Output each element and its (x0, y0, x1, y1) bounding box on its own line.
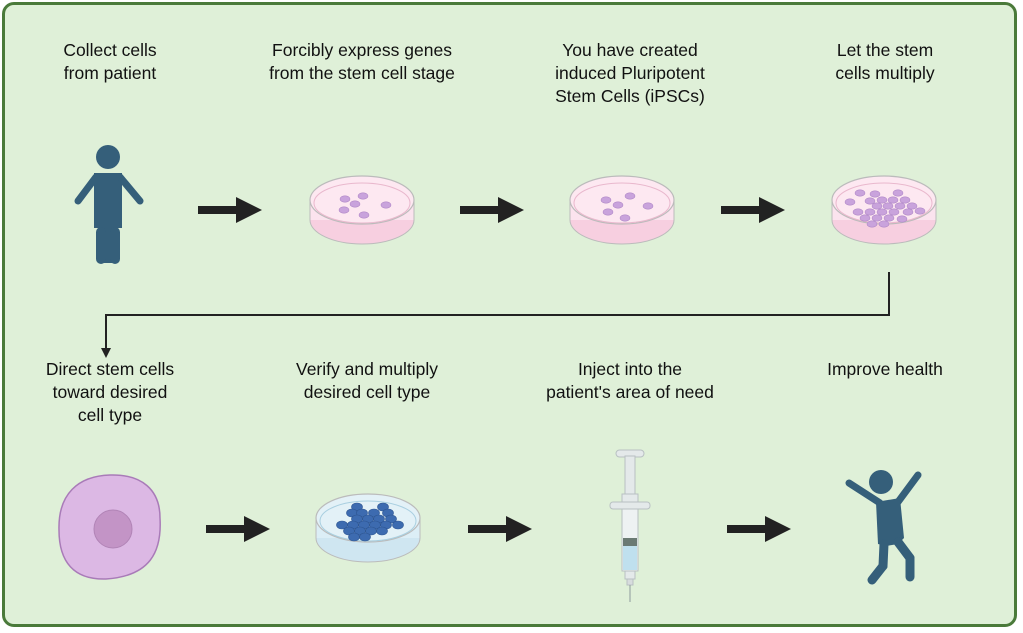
arrow-right-icon (198, 196, 264, 224)
step-label-multiply: Let the stem cells multiply (835, 40, 935, 83)
arrow-right-icon (727, 515, 793, 543)
petri-dish-ipsc-icon (568, 170, 676, 250)
arrow-right-icon (721, 196, 787, 224)
step-label-collect: Collect cells from patient (63, 40, 157, 83)
petri-dish-few-cells-icon (308, 170, 416, 250)
step-label-created: You have created induced Pluripotent Ste… (555, 40, 705, 106)
person-standing-icon (66, 143, 150, 269)
petri-dish-blue-cells-icon (314, 488, 422, 568)
step-label-inject: Inject into the patient's area of need (546, 359, 714, 402)
cell-icon (56, 472, 164, 582)
arrow-right-icon (468, 515, 534, 543)
petri-dish-many-cells-icon (830, 170, 938, 250)
step-label-verify: Verify and multiply desired cell type (295, 359, 438, 402)
connector-arrow (100, 272, 900, 362)
step-label-express: Forcibly express genes from the stem cel… (269, 40, 455, 83)
arrow-right-icon (206, 515, 272, 543)
step-label-improve: Improve health (827, 359, 943, 379)
person-cheering-icon (840, 466, 926, 588)
arrow-right-icon (460, 196, 526, 224)
step-label-direct: Direct stem cells toward desired cell ty… (45, 359, 175, 425)
syringe-icon (604, 448, 656, 604)
